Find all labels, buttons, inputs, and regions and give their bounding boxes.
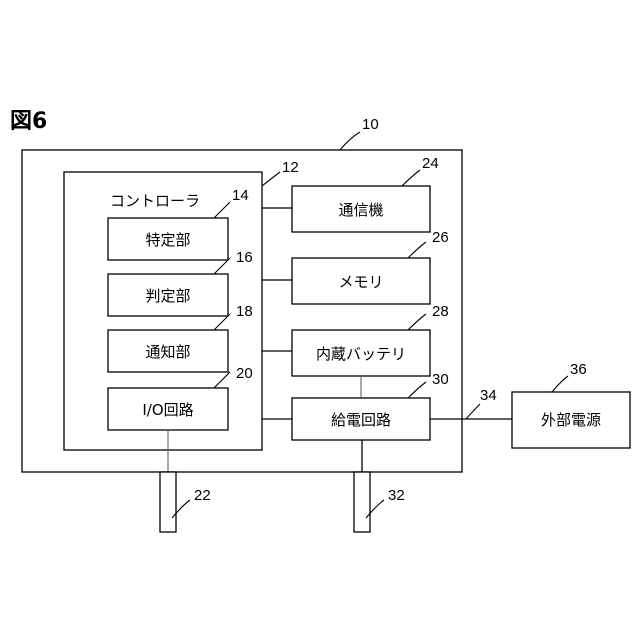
module-leader-battery	[408, 314, 426, 330]
figure-title: 図6	[10, 109, 47, 134]
module-leader-comm	[402, 170, 420, 186]
unit-label-io: I/O回路	[142, 401, 193, 419]
terminal-power	[354, 472, 370, 532]
module-label-power-circuit: 給電回路	[331, 411, 391, 429]
module-ref-comm: 24	[422, 155, 439, 172]
controller-ref: 12	[282, 159, 299, 176]
terminal-io	[160, 472, 176, 532]
unit-leader-identify	[214, 202, 230, 218]
unit-ref-io: 20	[236, 365, 253, 382]
controller-label: コントローラ	[110, 192, 200, 210]
module-label-comm: 通信機	[338, 201, 383, 219]
unit-ref-identify: 14	[232, 187, 249, 204]
device-leader	[340, 132, 360, 150]
connection-ref: 34	[480, 387, 497, 404]
controller-leader	[262, 172, 280, 186]
module-ref-power-circuit: 30	[432, 371, 449, 388]
terminal-power-ref: 32	[388, 487, 405, 504]
unit-label-identify: 特定部	[145, 231, 190, 249]
unit-leader-io	[214, 372, 230, 388]
device-ref: 10	[362, 116, 379, 133]
module-ref-memory: 26	[432, 229, 449, 246]
module-label-battery: 内蔵バッテリ	[316, 345, 406, 363]
unit-label-notify: 通知部	[145, 343, 190, 361]
unit-label-judge: 判定部	[145, 287, 190, 305]
module-leader-power-circuit	[408, 382, 426, 398]
terminal-io-ref: 22	[194, 487, 211, 504]
external-power-label: 外部電源	[541, 411, 601, 429]
module-leader-memory	[408, 242, 426, 258]
connection-leader	[466, 404, 480, 419]
module-ref-battery: 28	[432, 303, 449, 320]
external-power-ref: 36	[570, 361, 587, 378]
module-label-memory: メモリ	[338, 273, 383, 291]
unit-ref-notify: 18	[236, 303, 253, 320]
unit-ref-judge: 16	[236, 249, 253, 266]
external-power-leader	[552, 376, 568, 392]
